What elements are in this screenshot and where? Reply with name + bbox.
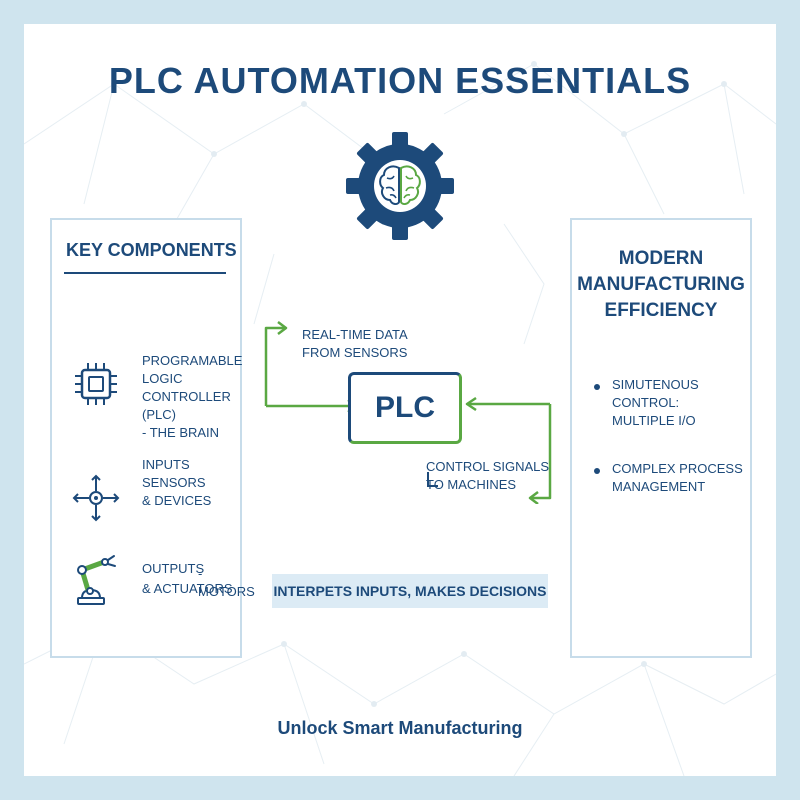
data-flow-arrows bbox=[264, 321, 552, 504]
plc-component-label: PROGRAMABLE LOGIC CONTROLLER (PLC) - THE… bbox=[142, 353, 243, 440]
plc-label: PLC bbox=[375, 391, 435, 424]
outputs-component-suffix: - MOTORS bbox=[198, 566, 255, 599]
bullet-complex-process: COMPLEX PROCESS MANAGEMENT bbox=[612, 461, 743, 494]
efficiency-title: MODERN MANUFACTURING EFFICIENCY bbox=[577, 248, 745, 321]
bullet-dot bbox=[594, 468, 600, 474]
directional-arrows-icon bbox=[72, 474, 120, 522]
outputs-component-label-line2: & ACTUATORS bbox=[142, 581, 233, 596]
control-signals-label: CONTROL SIGNALS TO MACHINES bbox=[426, 459, 550, 492]
inputs-component-label: INPUTS SENSORS & DEVICES bbox=[142, 457, 212, 508]
background-network-pattern bbox=[24, 61, 776, 776]
bullet-dot bbox=[594, 384, 600, 390]
bullet-simultaneous-control: SIMUTENOUS CONTROL: MULTIPLE I/O bbox=[612, 377, 699, 428]
key-components-title: KEY COMPONENTS bbox=[66, 240, 237, 260]
robotic-arm-icon bbox=[77, 555, 116, 605]
infographic-card: PLC AUTOMATION ESSENTIALS KEY COMPONENTS bbox=[24, 24, 776, 776]
plc-box: PLC bbox=[348, 372, 462, 444]
outputs-component-label: OUTPUTS bbox=[142, 561, 205, 576]
decision-banner: INTERPETS INPUTS, MAKES DECISIONS bbox=[272, 574, 548, 608]
title-underline bbox=[64, 272, 226, 274]
microchip-icon bbox=[75, 363, 117, 405]
key-components-panel: KEY COMPONENTS PROGRAMABLE LOGIC CONTROL… bbox=[50, 218, 255, 658]
gear-brain-icon bbox=[346, 132, 454, 240]
efficiency-panel: MODERN MANUFACTURING EFFICIENCY SIMUTENO… bbox=[570, 218, 752, 658]
sensor-data-label: REAL-TIME DATA FROM SENSORS bbox=[302, 327, 408, 360]
page-title: PLC AUTOMATION ESSENTIALS bbox=[108, 60, 692, 101]
footer-tagline: Unlock Smart Manufacturing bbox=[277, 718, 523, 738]
